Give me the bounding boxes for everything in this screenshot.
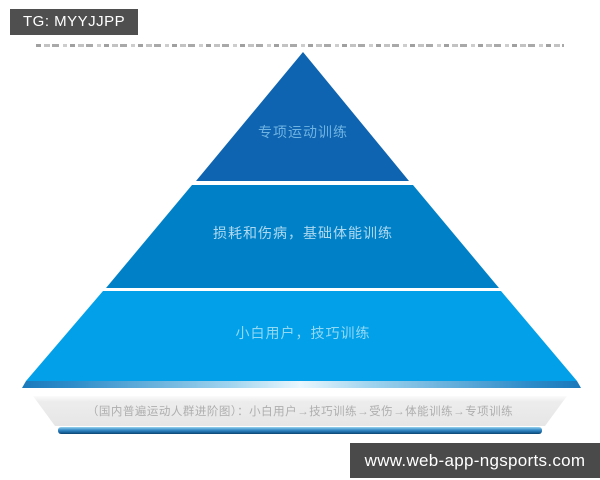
base-bar xyxy=(58,427,542,434)
watermark-url: www.web-app-ngsports.com xyxy=(364,450,586,470)
tg-badge-label: TG: MYYJJPP xyxy=(23,13,126,30)
pyramid-tier-middle-label: 损耗和伤病，基础体能训练 xyxy=(213,225,393,241)
base-plinth: （国内普遍运动人群进阶图）：小白用户→技巧训练→受伤→体能训练→专项训练 xyxy=(33,396,567,426)
pyramid-tier-top-label: 专项运动训练 xyxy=(258,124,348,140)
pyramid-tier-bottom-label: 小白用户，技巧训练 xyxy=(235,325,371,341)
tg-badge: TG: MYYJJPP xyxy=(10,9,138,35)
clipped-text-remnant xyxy=(36,44,564,47)
watermark-url-box: www.web-app-ngsports.com xyxy=(350,443,600,478)
base-caption: （国内普遍运动人群进阶图）：小白用户→技巧训练→受伤→体能训练→专项训练 xyxy=(86,406,514,418)
